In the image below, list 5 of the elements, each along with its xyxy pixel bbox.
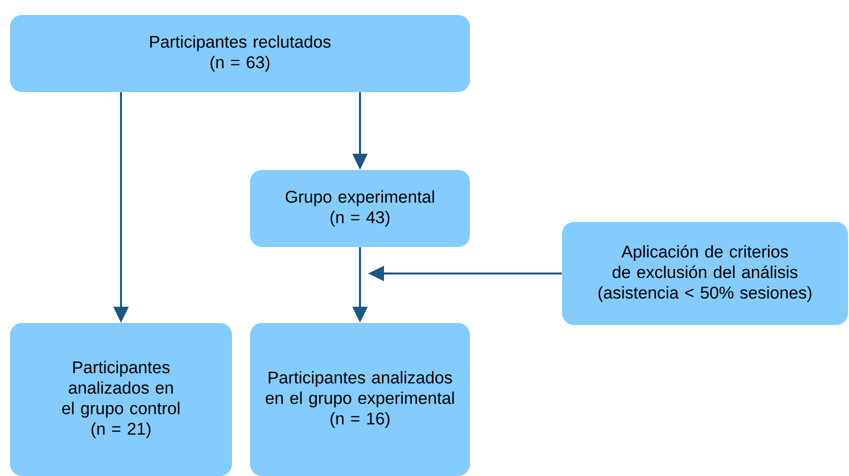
- process-box: Participantes reclutados (n = 63): [10, 15, 470, 92]
- process-box: Participantes analizados en el grupo control (n = 21): [10, 323, 232, 476]
- process-box: Participantes analizados en el grupo experimental (n = 16): [250, 323, 470, 476]
- process-box: Aplicación de criterios de exclusión del análisis (asistencia < 50% sesiones): [562, 222, 848, 325]
- process-box: Grupo experimental (n = 43): [250, 170, 470, 247]
